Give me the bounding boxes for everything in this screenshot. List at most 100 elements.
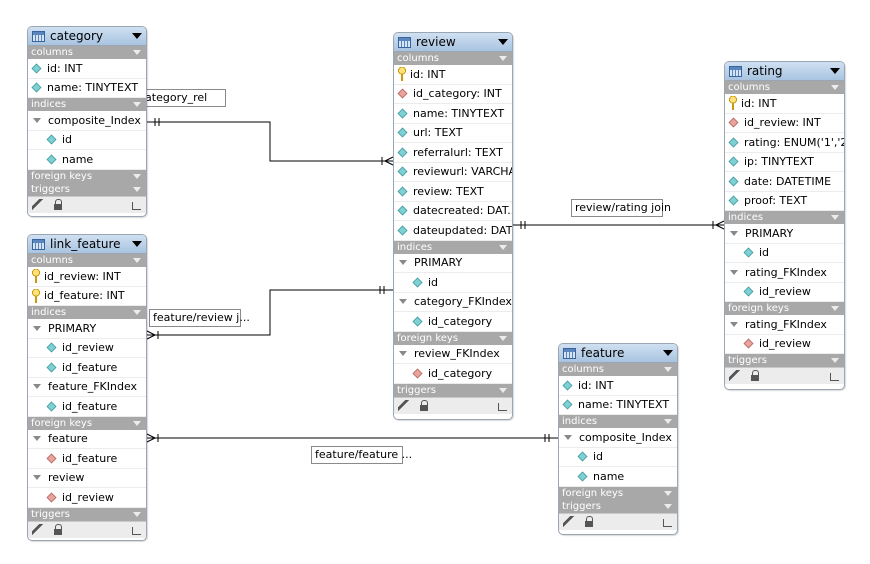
section-columns[interactable]: columns	[394, 52, 512, 65]
column-row[interactable]: dateupdated: DAT...	[394, 221, 512, 241]
index-field-row[interactable]: name	[28, 150, 146, 170]
relation-label-review-rating[interactable]: review/rating join	[571, 199, 671, 217]
index-row[interactable]: PRIMARY	[725, 224, 844, 244]
column-row[interactable]: name: TINYTEXT	[28, 79, 146, 98]
table-header[interactable]: category	[28, 27, 146, 46]
section-triggers[interactable]: triggers	[28, 182, 146, 196]
collapse-arrow-icon[interactable]	[132, 241, 142, 247]
edit-pencil-icon[interactable]	[563, 515, 576, 528]
section-indices[interactable]: indices	[725, 211, 844, 224]
resize-handle-icon[interactable]	[663, 518, 672, 527]
section-triggers[interactable]: triggers	[559, 499, 677, 513]
table-review[interactable]: review columns id: INT id_category: INT …	[393, 32, 513, 420]
lock-icon[interactable]	[52, 198, 65, 211]
lock-icon[interactable]	[52, 523, 65, 536]
column-row[interactable]: review: TEXT	[394, 182, 512, 202]
column-row[interactable]: proof: TEXT	[725, 192, 844, 211]
index-field-row[interactable]: id	[394, 273, 512, 293]
section-triggers[interactable]: triggers	[28, 507, 146, 521]
lock-icon[interactable]	[583, 515, 596, 528]
collapse-arrow-icon[interactable]	[498, 39, 508, 45]
edit-pencil-icon[interactable]	[729, 370, 742, 382]
index-field-row[interactable]: id_category	[394, 312, 512, 332]
table-feature[interactable]: feature columns id: INT name: TINYTEXT i…	[558, 343, 678, 535]
column-row[interactable]: id: INT	[559, 376, 677, 396]
index-field-row[interactable]: id	[28, 131, 146, 150]
table-header[interactable]: feature	[559, 344, 677, 363]
collapse-arrow-icon[interactable]	[830, 68, 840, 74]
column-row[interactable]: ip: TINYTEXT	[725, 153, 844, 172]
edit-pencil-icon[interactable]	[32, 198, 45, 211]
index-row[interactable]: feature_FKIndex	[28, 378, 146, 397]
column-row[interactable]: id_category: INT	[394, 85, 512, 104]
section-indices[interactable]: indices	[28, 98, 146, 111]
table-category[interactable]: category columns id: INT name: TINYTEXT …	[27, 26, 147, 217]
index-row[interactable]: category_FKIndex	[394, 293, 512, 312]
column-row[interactable]: url: TEXT	[394, 124, 512, 143]
column-row[interactable]: id_feature: INT	[28, 287, 146, 306]
index-row[interactable]: PRIMARY	[28, 319, 146, 339]
foreign-key-field-row[interactable]: id_review	[725, 335, 844, 354]
table-header[interactable]: link_feature	[28, 235, 146, 254]
section-indices[interactable]: indices	[28, 306, 146, 319]
column-row[interactable]: id_review: INT	[725, 114, 844, 133]
section-foreign-keys[interactable]: foreign keys	[725, 302, 844, 315]
column-row[interactable]: datecreated: DAT...	[394, 202, 512, 221]
section-foreign-keys[interactable]: foreign keys	[559, 486, 677, 500]
foreign-key-field-row[interactable]: id_category	[394, 364, 512, 384]
index-field-row[interactable]: id_feature	[28, 358, 146, 378]
column-row[interactable]: reviewurl: VARCHAR	[394, 163, 512, 182]
resize-handle-icon[interactable]	[498, 402, 507, 411]
column-row[interactable]: name: TINYTEXT	[559, 396, 677, 415]
section-columns[interactable]: columns	[725, 81, 844, 94]
edit-pencil-icon[interactable]	[32, 523, 45, 536]
relation-label-category[interactable]: category_rel	[135, 89, 226, 107]
lock-icon[interactable]	[418, 399, 431, 412]
foreign-key-row[interactable]: review	[28, 469, 146, 488]
section-foreign-keys[interactable]: foreign keys	[28, 416, 146, 430]
section-columns[interactable]: columns	[28, 46, 146, 59]
edit-pencil-icon[interactable]	[398, 399, 411, 412]
foreign-key-field-row[interactable]: id_review	[28, 488, 146, 508]
index-field-row[interactable]: id_review	[28, 339, 146, 358]
foreign-key-row[interactable]: rating_FKIndex	[725, 315, 844, 335]
foreign-key-row[interactable]: feature	[28, 430, 146, 449]
resize-handle-icon[interactable]	[132, 201, 141, 210]
lock-icon[interactable]	[749, 370, 762, 382]
section-triggers[interactable]: triggers	[725, 354, 844, 367]
index-field-row[interactable]: id_review	[725, 283, 844, 302]
index-field-row[interactable]: id	[559, 448, 677, 467]
column-row[interactable]: id_review: INT	[28, 267, 146, 287]
section-columns[interactable]: columns	[559, 363, 677, 376]
column-row[interactable]: date: DATETIME	[725, 172, 844, 192]
foreign-key-row[interactable]: review_FKIndex	[394, 345, 512, 364]
column-row[interactable]: name: TINYTEXT	[394, 104, 512, 124]
index-field-row[interactable]: id	[725, 244, 844, 263]
resize-handle-icon[interactable]	[830, 373, 839, 381]
index-row[interactable]: PRIMARY	[394, 254, 512, 273]
column-row[interactable]: rating: ENUM('1','2'...	[725, 133, 844, 153]
collapse-arrow-icon[interactable]	[663, 350, 673, 356]
relation-label-feature-feature[interactable]: feature/feature ...	[311, 446, 412, 464]
column-row[interactable]: referralurl: TEXT	[394, 143, 512, 163]
relation-label-feature-review[interactable]: feature/review j...	[149, 309, 250, 327]
table-rating[interactable]: rating columns id: INT id_review: INT ra…	[724, 61, 845, 390]
column-row[interactable]: id: INT	[28, 59, 146, 79]
section-foreign-keys[interactable]: foreign keys	[28, 169, 146, 183]
section-indices[interactable]: indices	[394, 240, 512, 254]
section-columns[interactable]: columns	[28, 254, 146, 267]
index-field-row[interactable]: name	[559, 467, 677, 487]
column-row[interactable]: id: INT	[394, 65, 512, 85]
section-triggers[interactable]: triggers	[394, 383, 512, 397]
foreign-key-field-row[interactable]: id_feature	[28, 449, 146, 469]
section-foreign-keys[interactable]: foreign keys	[394, 331, 512, 345]
table-header[interactable]: review	[394, 33, 512, 52]
index-row[interactable]: rating_FKIndex	[725, 263, 844, 283]
index-field-row[interactable]: id_feature	[28, 397, 146, 417]
table-link-feature[interactable]: link_feature columns id_review: INT id_f…	[27, 234, 147, 541]
column-row[interactable]: id: INT	[725, 94, 844, 114]
index-row[interactable]: composite_Index	[559, 428, 677, 448]
section-indices[interactable]: indices	[559, 415, 677, 428]
index-row[interactable]: composite_Index	[28, 111, 146, 131]
resize-handle-icon[interactable]	[132, 526, 141, 535]
